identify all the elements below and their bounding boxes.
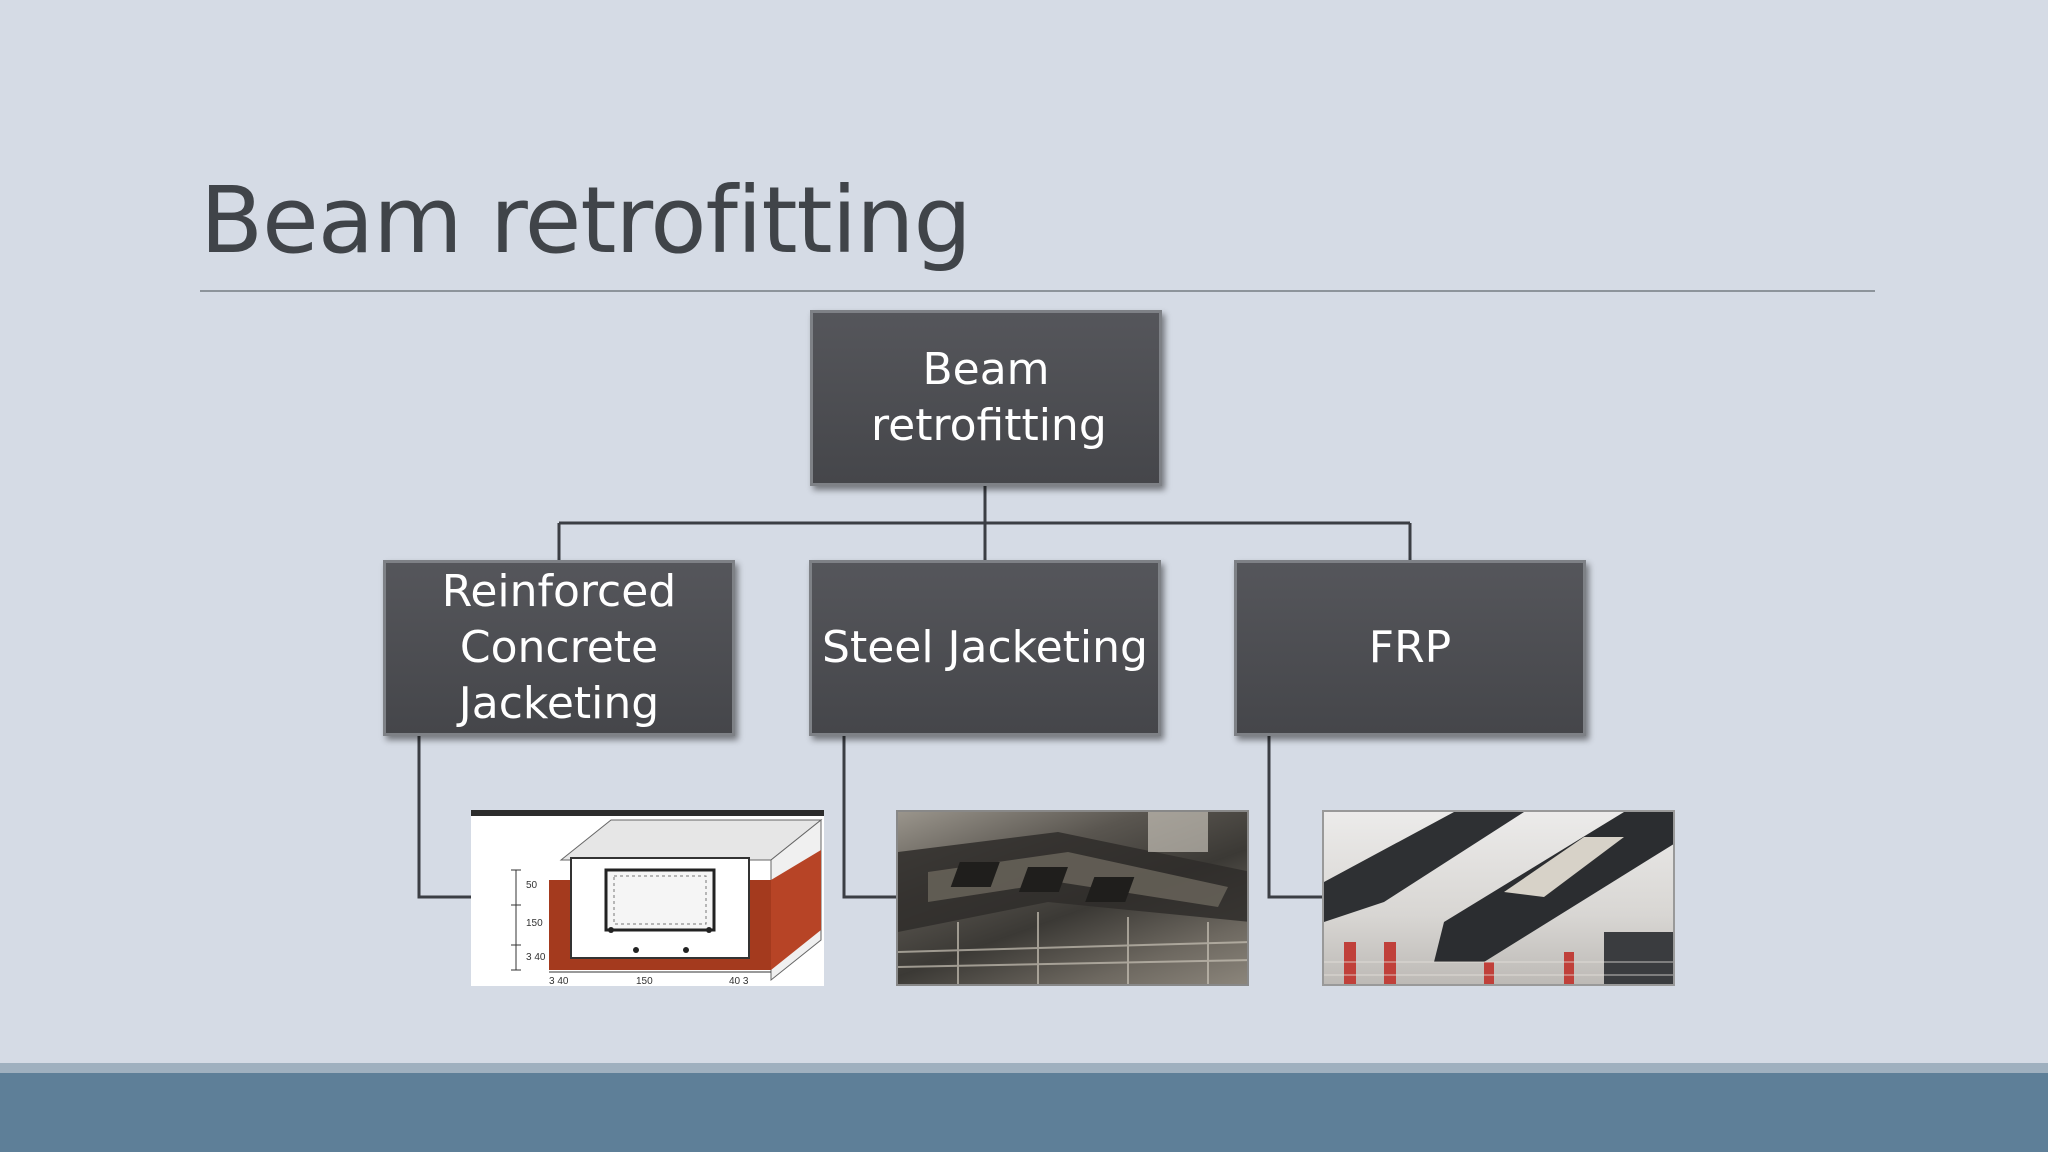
steel-jacketing-photo-image [896, 810, 1249, 986]
svg-text:3 40: 3 40 [549, 976, 569, 986]
svg-text:40 3: 40 3 [729, 976, 749, 986]
node-label-frp: FRP [1368, 622, 1452, 674]
node-label-rc-jacketing: Reinforced Concrete Jacketing [441, 566, 677, 729]
svg-text:50: 50 [526, 880, 538, 891]
slide-title: Beam retrofitting [200, 167, 972, 274]
connector-frp-image [1267, 734, 1323, 899]
node-label-steel-jacketing: Steel Jacketing [822, 622, 1148, 674]
svg-text:3 40: 3 40 [526, 952, 546, 963]
frp-wrapped-beam-photo-image [1322, 810, 1675, 986]
root-node-label: Beam retrofitting [871, 344, 1107, 451]
title-divider [200, 290, 1875, 292]
node-steel-jacketing: Steel Jacketing [809, 560, 1161, 736]
node-reinforced-concrete-jacketing: Reinforced Concrete Jacketing [383, 560, 735, 736]
svg-text:150: 150 [526, 918, 543, 929]
footer-band [0, 1073, 2048, 1152]
node-frp: FRP [1234, 560, 1586, 736]
connector-steel-image [842, 734, 897, 899]
root-node-beam-retrofitting: Beam retrofitting [810, 310, 1162, 486]
rc-jacketing-section-image: 50 150 3 40 3 40 150 40 3 [471, 810, 824, 986]
footer-accent-line [0, 1063, 2048, 1073]
connector-rc-image [417, 734, 472, 899]
svg-text:150: 150 [636, 976, 653, 986]
